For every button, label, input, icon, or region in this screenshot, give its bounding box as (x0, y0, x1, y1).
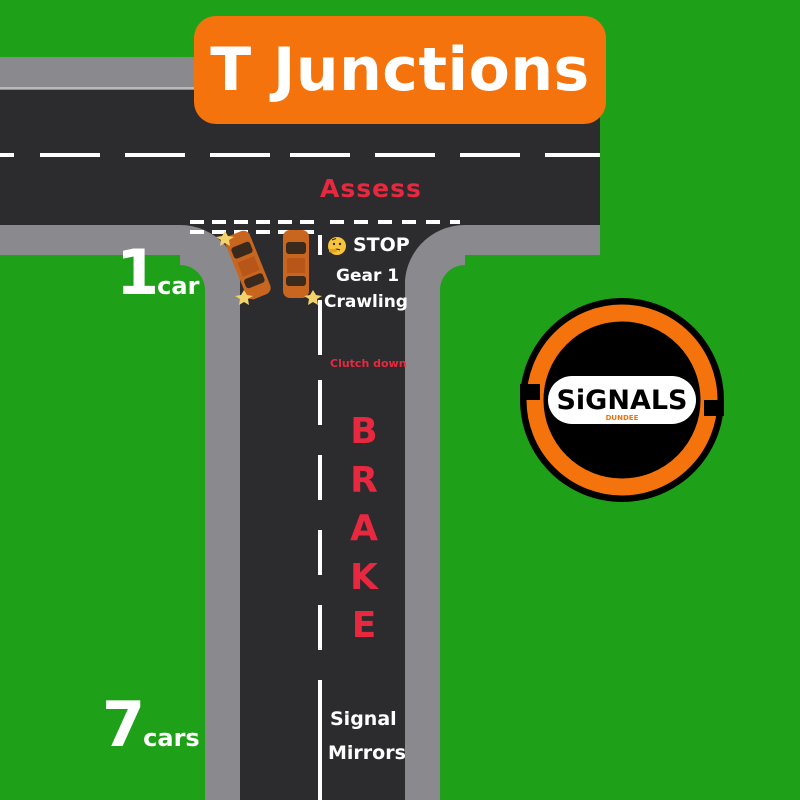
mirrors-label: Mirrors (328, 742, 406, 764)
logo-ring-top (526, 304, 718, 401)
car-count-seven: 7cars (102, 688, 200, 761)
title-banner: T Junctions (194, 16, 606, 124)
stop-label: STOP (353, 234, 410, 256)
assess-label: Assess (320, 174, 422, 203)
car-count-one-number: 1 (116, 236, 159, 309)
logo-text: SiGNALS (556, 385, 687, 416)
give-way-lines (190, 220, 460, 234)
car-count-one-unit: car (157, 272, 200, 300)
logo-subtext: DUNDEE (606, 414, 639, 422)
side-road-centre-line (318, 235, 322, 800)
logo-ring-gap-left (520, 384, 540, 400)
car-count-one: 1car (116, 236, 199, 309)
car-count-seven-number: 7 (102, 688, 145, 761)
brake-label: BRAKE (350, 411, 378, 646)
grass-corner-left (155, 265, 205, 315)
clutch-down-label: Clutch down (330, 357, 407, 370)
main-road-centre-line (0, 153, 600, 157)
car-waiting (283, 230, 309, 298)
signal-label: Signal (330, 708, 397, 730)
logo-ring-bottom (526, 399, 718, 496)
car-count-seven-unit: cars (143, 724, 200, 752)
side-road (240, 220, 405, 800)
logo-ring-gap-right (704, 400, 724, 416)
indicator-sparkles (216, 231, 322, 305)
grass-corner-right (440, 265, 490, 315)
thinking-face-icon (328, 237, 346, 255)
crawling-label: Crawling (324, 292, 408, 312)
car-turning (225, 230, 271, 300)
side-road-flare-right (404, 224, 465, 290)
logo-badge (548, 376, 696, 424)
page-title: T Junctions (210, 35, 590, 105)
gear-label: Gear 1 (336, 266, 400, 286)
signals-logo: SiGNALS DUNDEE (520, 298, 724, 502)
grass-left-2 (0, 290, 205, 800)
